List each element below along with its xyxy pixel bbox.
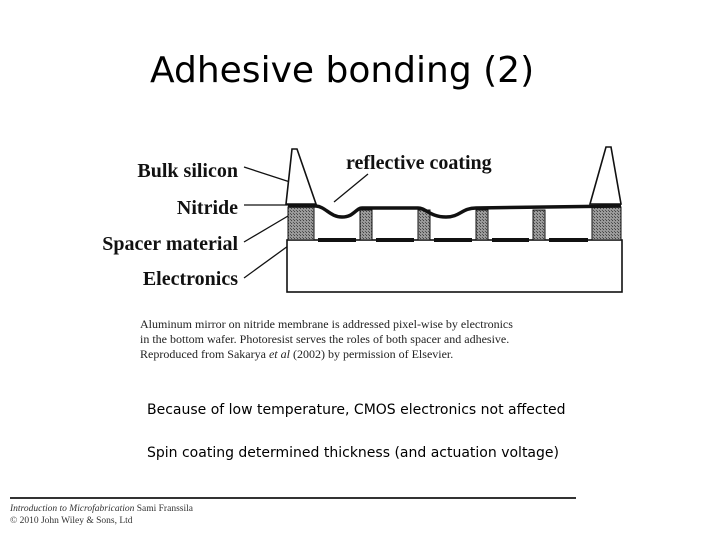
bulk-silicon-right (588, 146, 622, 205)
spacer-block (591, 206, 622, 241)
spacer-block (417, 209, 431, 241)
spacer-block (287, 206, 315, 241)
slide-title: Adhesive bonding (2) (150, 50, 535, 91)
caption-line: in the bottom wafer. Photoresist serves … (140, 332, 510, 346)
adhesive-bonding-diagram: Bulk silicon Nitride Spacer material Ele… (102, 146, 623, 293)
footer-book-line: Introduction to Microfabrication Sami Fr… (10, 504, 193, 514)
spacer-block (532, 209, 546, 241)
spacer-block (359, 209, 373, 241)
label-nitride: Nitride (177, 197, 238, 219)
figure-caption: Aluminum mirror on nitride membrane is a… (140, 317, 590, 362)
leader-reflective-coating (333, 173, 369, 203)
label-electronics: Electronics (143, 268, 238, 290)
bullet-text: Spin coating determined thickness (and a… (147, 445, 559, 461)
caption-line: Aluminum mirror on nitride membrane is a… (140, 317, 513, 331)
footer-divider (10, 497, 576, 499)
leader-spacer (243, 215, 289, 243)
nitride-membrane (288, 204, 622, 219)
label-spacer-material: Spacer material (102, 233, 238, 255)
bulk-silicon-left (285, 148, 318, 205)
footer-copyright: © 2010 John Wiley & Sons, Ltd (10, 516, 133, 526)
footer: Introduction to Microfabrication Sami Fr… (10, 503, 193, 527)
label-reflective-coating: reflective coating (346, 152, 492, 174)
caption-line: Reproduced from Sakarya et al (2002) by … (140, 347, 454, 361)
label-bulk-silicon: Bulk silicon (137, 160, 238, 182)
bullet-text: Because of low temperature, CMOS electro… (147, 402, 566, 418)
spacer-block (475, 209, 489, 241)
electronics-wafer (286, 239, 623, 293)
leader-bulk-silicon (243, 166, 291, 183)
leader-electronics (243, 245, 289, 279)
